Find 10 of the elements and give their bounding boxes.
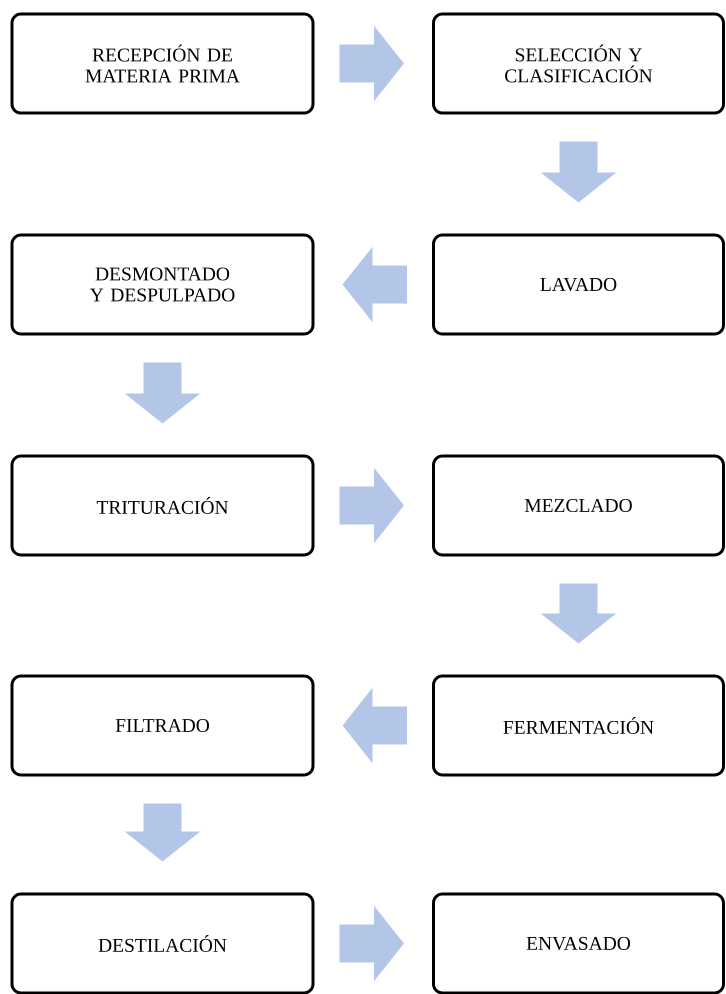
process-box: FILTRADO — [10, 674, 314, 776]
process-box: TRITURACIÓN — [10, 454, 314, 556]
process-box: FERMENTACIÓN — [432, 674, 725, 776]
process-box: MEZCLADO — [432, 454, 725, 556]
process-box: LAVADO — [432, 234, 725, 336]
process-box: DESTILACIÓN — [10, 892, 314, 994]
process-box: ENVASADO — [432, 892, 725, 994]
process-box: DESMONTADO Y DESPULPADO — [10, 234, 314, 336]
process-box: RECEPCIÓN DE MATERIA PRIMA — [10, 12, 314, 114]
process-box: SELECCIÓN Y CLASIFICACIÓN — [432, 12, 725, 114]
